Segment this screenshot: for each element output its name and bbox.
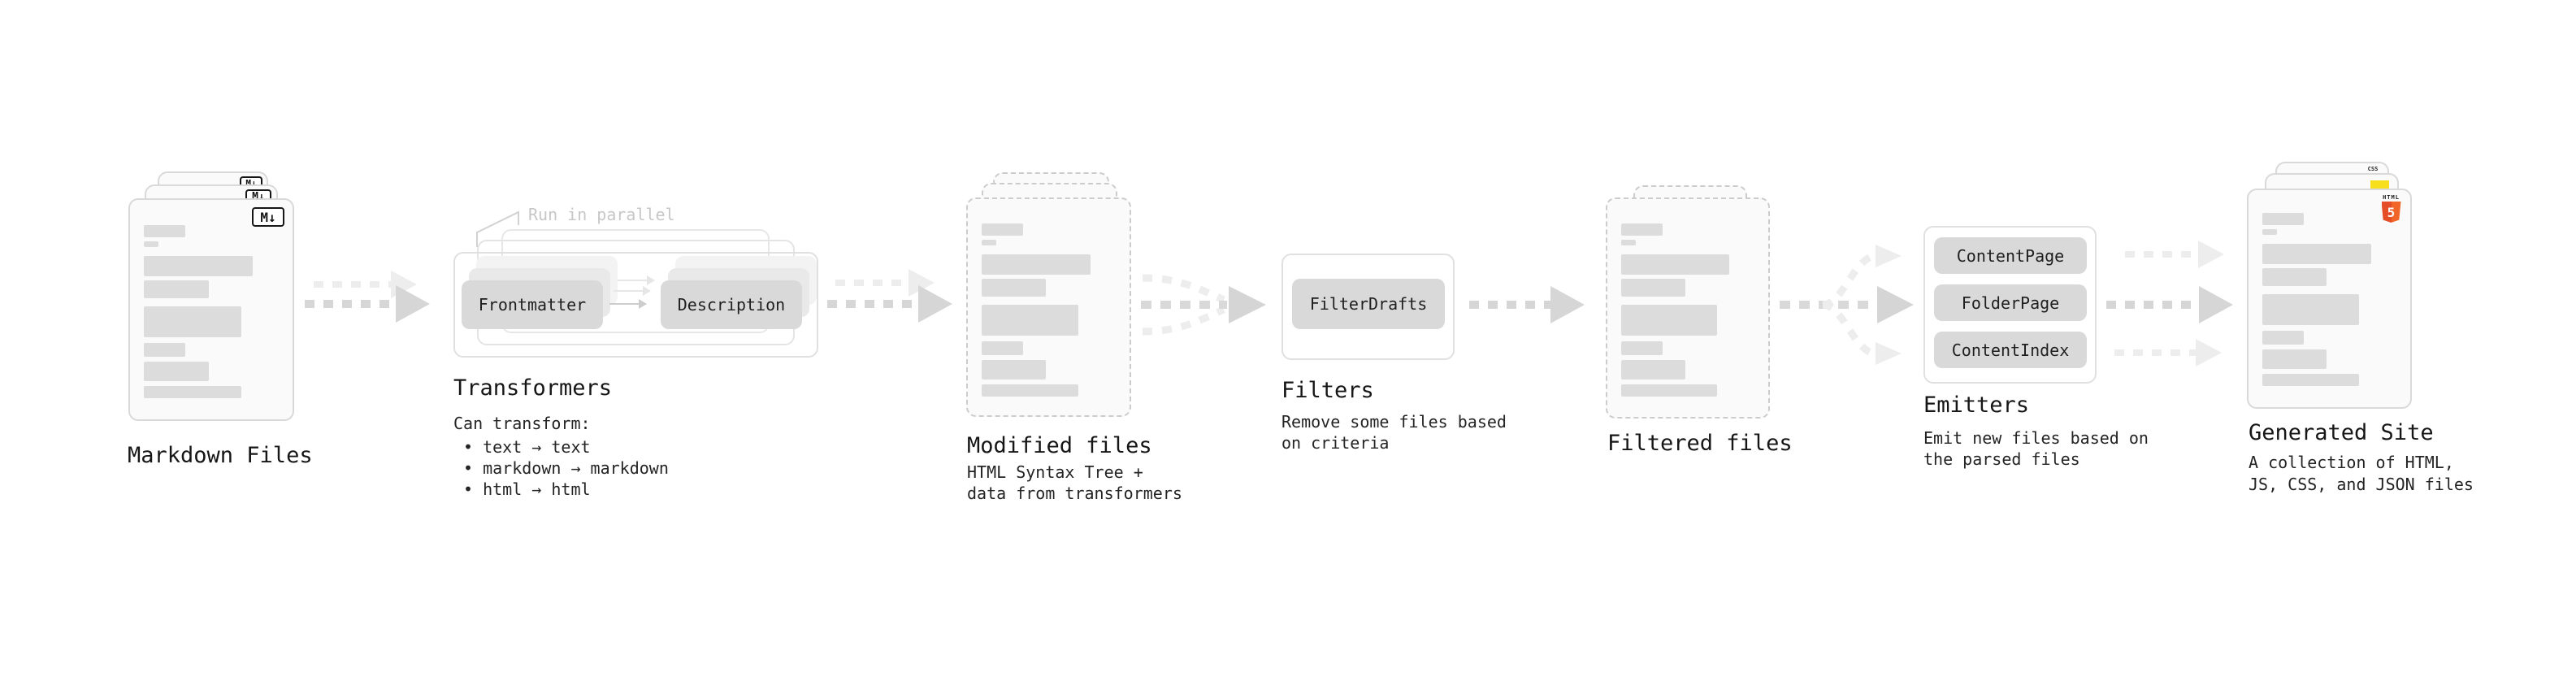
filterdrafts-pill: FilterDrafts <box>1292 279 1445 329</box>
arrow-emitters-to-generated-top <box>2125 241 2224 268</box>
transformers-label: Transformers <box>453 375 613 401</box>
content-bar <box>144 241 159 247</box>
arrow-markdown-to-transformers <box>305 285 430 323</box>
emitters-label: Emitters <box>1923 393 2030 418</box>
markdown-file-card-front: M↓ <box>128 198 294 421</box>
content-bar <box>2262 244 2371 264</box>
modified-file-card-front <box>966 197 1131 417</box>
content-bar <box>982 360 1047 380</box>
transformers-bullets: • text → text • markdown → markdown • ht… <box>463 436 669 500</box>
emitters-description: Emit new files based on the parsed files <box>1923 428 2149 469</box>
content-bar <box>144 225 186 237</box>
generated-site-label: Generated Site <box>2249 420 2434 445</box>
mini-arrow-icon <box>618 275 655 285</box>
arrow-transformers-to-modified <box>827 285 952 323</box>
content-bar <box>1621 254 1729 275</box>
file-content-placeholder <box>1621 223 1754 397</box>
arrow-filtered-to-emitters <box>1780 245 1914 365</box>
content-bar <box>2262 349 2327 369</box>
run-in-parallel-annotation: Run in parallel <box>528 205 675 224</box>
bullet-item: • markdown → markdown <box>463 458 669 478</box>
content-bar <box>982 279 1047 297</box>
description-pill: Description <box>661 280 802 329</box>
content-bar <box>2262 229 2278 235</box>
content-bar <box>982 254 1091 275</box>
arrow-modified-to-filters <box>1141 274 1266 336</box>
content-bar <box>982 223 1024 236</box>
modified-files-description: HTML Syntax Tree + data from transformer… <box>967 462 1182 503</box>
markdown-icon: M↓ <box>252 207 284 227</box>
arrow-filters-to-filtered <box>1469 286 1585 323</box>
content-bar <box>144 362 209 381</box>
content-bar <box>144 386 241 398</box>
generated-site-description: A collection of HTML, JS, CSS, and JSON … <box>2249 453 2474 494</box>
content-bar <box>144 256 254 276</box>
filters-label: Filters <box>1281 378 1374 403</box>
content-bar <box>1621 240 1637 245</box>
annotation-leader-line <box>476 210 519 247</box>
content-bar <box>2262 213 2305 225</box>
html5-icon: HTML 5 <box>2381 194 2401 223</box>
content-bar <box>1621 360 1685 380</box>
content-bar <box>982 305 1078 336</box>
content-bar <box>1621 384 1718 397</box>
file-content-placeholder <box>2262 213 2396 386</box>
transformers-frame <box>453 252 818 358</box>
content-bar <box>982 384 1078 397</box>
content-bar <box>982 240 997 245</box>
generated-file-card-front: HTML 5 <box>2247 189 2412 409</box>
arrow-emitters-to-generated-middle <box>2106 286 2233 323</box>
markdown-files-label: Markdown Files <box>128 443 313 468</box>
filtered-file-card-front <box>1606 197 1770 419</box>
frontmatter-pill: Frontmatter <box>462 280 603 329</box>
file-content-placeholder <box>982 223 1116 397</box>
content-bar <box>1621 223 1663 236</box>
content-bar <box>144 343 186 357</box>
contentpage-pill: ContentPage <box>1934 237 2087 274</box>
content-bar <box>2262 294 2359 325</box>
content-bar <box>1621 341 1663 355</box>
content-bar <box>1621 279 1685 297</box>
filters-description: Remove some files based on criteria <box>1281 412 1507 453</box>
modified-files-label: Modified files <box>967 433 1152 458</box>
content-bar <box>144 306 241 337</box>
js-badge-icon <box>2370 180 2389 190</box>
bullet-item: • text → text <box>463 437 591 457</box>
content-bar <box>2262 268 2327 286</box>
contentindex-pill: ContentIndex <box>1934 332 2087 368</box>
content-bar <box>144 280 209 298</box>
filtered-files-label: Filtered files <box>1607 431 1793 456</box>
mini-arrow-icon <box>609 299 647 309</box>
content-bar <box>2262 374 2359 386</box>
file-content-placeholder <box>144 225 279 398</box>
arrow-emitters-to-generated-bottom <box>2114 339 2222 367</box>
transformers-heading: Can transform: <box>453 414 591 433</box>
content-bar <box>982 341 1024 355</box>
bullet-item: • html → html <box>463 479 591 499</box>
content-bar <box>1621 305 1718 336</box>
folderpage-pill: FolderPage <box>1934 284 2087 321</box>
mini-arrow-icon <box>614 286 651 296</box>
content-bar <box>2262 331 2305 345</box>
